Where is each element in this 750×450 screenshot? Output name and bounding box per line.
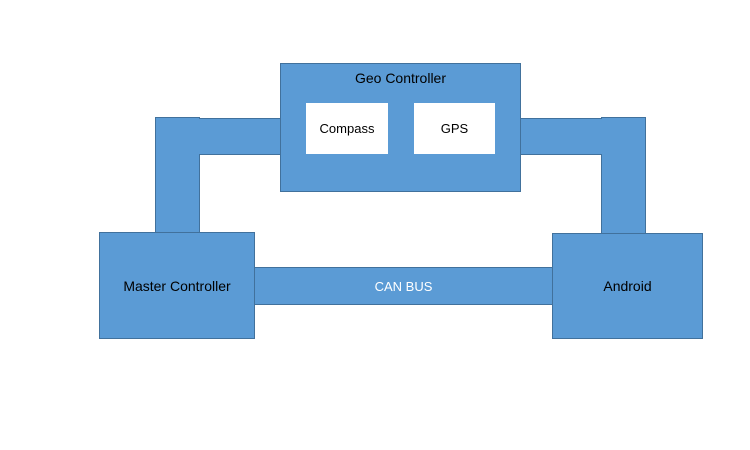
- can-bus-label: CAN BUS: [374, 278, 433, 294]
- android-block: Android: [552, 233, 703, 339]
- master-controller-block: Master Controller: [99, 232, 255, 339]
- gps-label: GPS: [440, 121, 469, 136]
- compass-block: Compass: [305, 102, 389, 155]
- left-vertical-link: [155, 117, 200, 233]
- right-horizontal-link: [520, 118, 602, 155]
- left-horizontal-link: [199, 118, 281, 155]
- master-controller-label: Master Controller: [123, 277, 231, 294]
- geo-controller-block: Geo Controller Compass GPS: [280, 63, 521, 192]
- compass-label: Compass: [319, 121, 375, 136]
- android-label: Android: [603, 278, 652, 294]
- gps-block: GPS: [413, 102, 496, 155]
- right-vertical-link: [601, 117, 646, 234]
- can-bus-link: CAN BUS: [254, 267, 553, 305]
- geo-controller-label: Geo Controller: [354, 70, 447, 86]
